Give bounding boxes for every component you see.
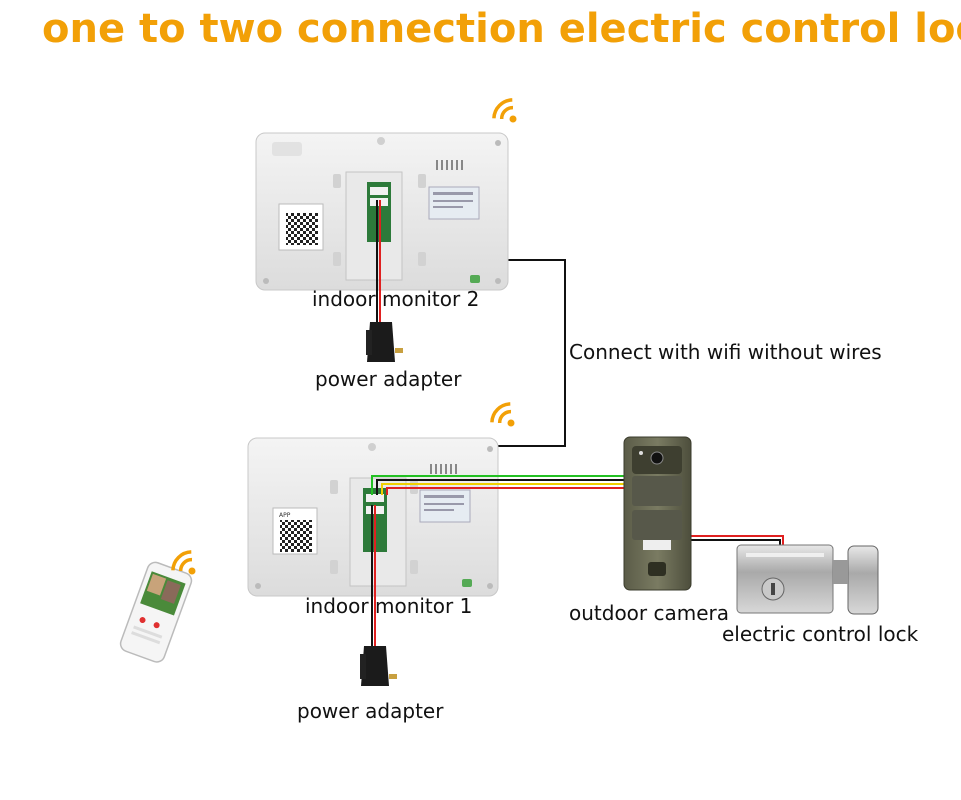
outdoor-camera-label: outdoor camera	[569, 601, 730, 625]
power-adapter-1	[360, 505, 397, 686]
wifi-icon	[492, 98, 517, 123]
indoor-monitor-1-label: indoor monitor 1	[305, 594, 473, 618]
page-title: one to two connection electric control l…	[42, 6, 961, 52]
wifi-link-line	[498, 259, 566, 447]
wifi-icon	[171, 550, 196, 575]
wifi-connection-label: Connect with wifi without wires	[569, 340, 882, 364]
indoor-monitor-2	[255, 132, 509, 291]
power-adapter-2	[366, 200, 403, 362]
electric-lock-icon	[736, 544, 879, 615]
wifi-icon	[490, 402, 515, 427]
qr-code-icon	[286, 213, 318, 245]
door-camera-icon	[623, 436, 692, 591]
app-sticker-label: APP	[279, 512, 291, 519]
power-adapter-2-label: power adapter	[315, 367, 462, 391]
power-adapter-icon	[366, 322, 403, 362]
indoor-monitor-2-label: indoor monitor 2	[312, 287, 480, 311]
power-adapter-icon	[360, 646, 397, 686]
smartphone-icon	[119, 561, 193, 663]
indoor-monitor-1: APP	[247, 437, 499, 597]
electric-lock-label: electric control lock	[722, 622, 919, 646]
qr-code-icon	[280, 520, 312, 552]
power-adapter-1-label: power adapter	[297, 699, 444, 723]
